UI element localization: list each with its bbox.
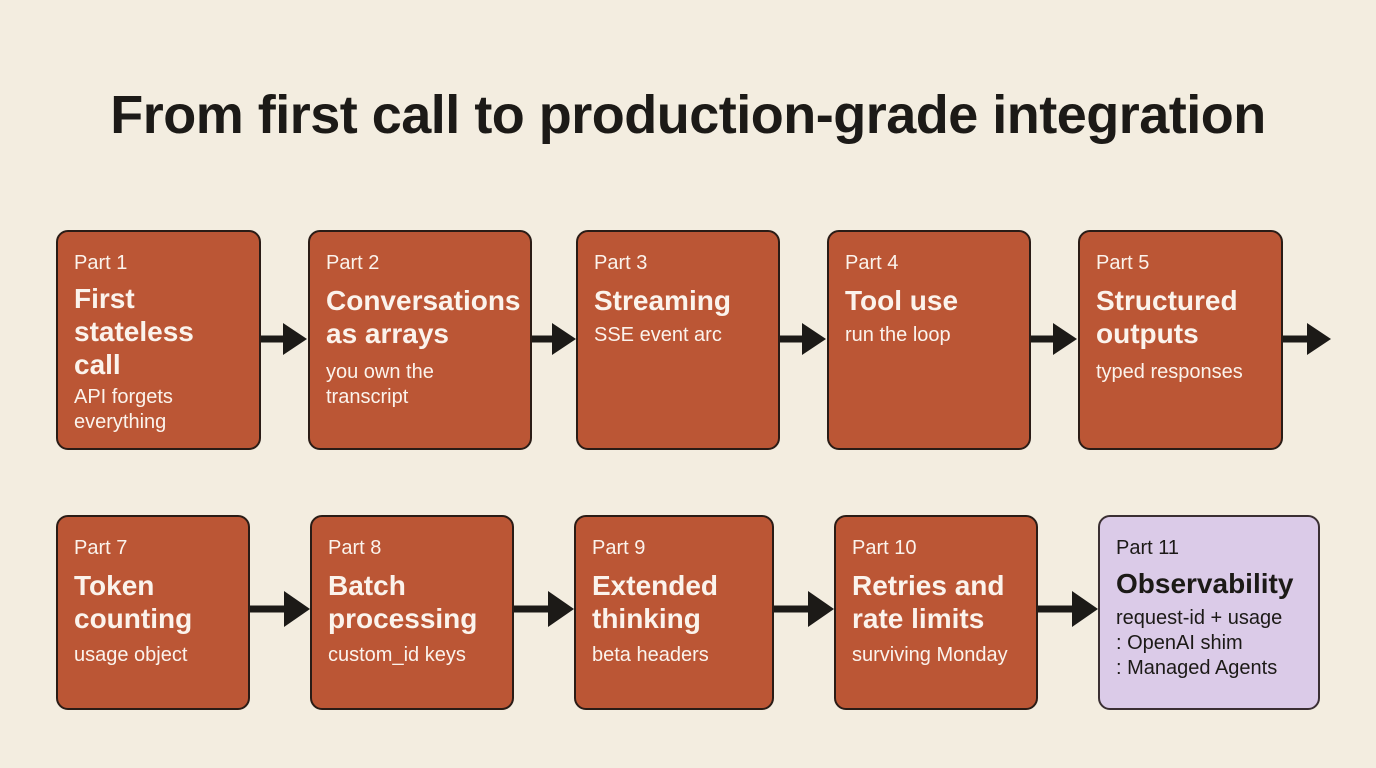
arrow-part1-to-part2 <box>261 323 307 355</box>
part-2-title: Conversations as arrays <box>326 285 521 349</box>
arrow-part7-to-part8 <box>250 591 310 627</box>
part-4-subtitle: run the loop <box>845 324 951 346</box>
arrow-part10-to-part11 <box>1038 591 1098 627</box>
part-9-title: Extended thinking <box>592 570 719 634</box>
arrow-part8-to-part9 <box>514 591 574 627</box>
part-9-label: Part 9 <box>592 537 646 559</box>
arrow-part9-to-part10 <box>774 591 834 627</box>
part-11-subtitle: request-id + usage : OpenAI shim : Manag… <box>1116 607 1283 679</box>
part-11-title: Observability <box>1116 568 1294 599</box>
part-8-title: Batch processing <box>328 570 478 634</box>
part-5-label: Part 5 <box>1096 252 1150 274</box>
arrow-part3-to-part4 <box>780 323 826 355</box>
part-8-label: Part 8 <box>328 537 382 559</box>
part-3-title: Streaming <box>594 285 731 316</box>
part-10-label: Part 10 <box>852 537 917 559</box>
part-2-box: Part 2 Conversations as arrays you own t… <box>308 230 532 450</box>
part-1-subtitle: API forgets everything <box>74 386 173 433</box>
part-2-subtitle: you own the transcript <box>326 361 434 408</box>
part-3-label: Part 3 <box>594 252 648 274</box>
part-3-subtitle: SSE event arc <box>594 324 722 346</box>
part-7-box: Part 7 Token counting usage object <box>56 515 250 710</box>
part-5-box: Part 5 Structured outputs typed response… <box>1078 230 1283 450</box>
part-10-subtitle: surviving Monday <box>852 644 1008 666</box>
arrow-part2-to-part3 <box>532 323 576 355</box>
part-7-label: Part 7 <box>74 537 128 559</box>
part-10-title: Retries and rate limits <box>852 570 1005 634</box>
part-1-label: Part 1 <box>74 252 128 274</box>
part-5-title: Structured outputs <box>1096 285 1238 349</box>
part-4-box: Part 4 Tool use run the loop <box>827 230 1031 450</box>
part-3-box: Part 3 Streaming SSE event arc <box>576 230 780 450</box>
part-9-subtitle: beta headers <box>592 644 709 666</box>
part-11-label: Part 11 <box>1116 537 1179 559</box>
part-7-subtitle: usage object <box>74 644 188 666</box>
part-5-subtitle: typed responses <box>1096 361 1243 383</box>
part-10-box: Part 10 Retries and rate limits survivin… <box>834 515 1038 710</box>
arrow-part5-continues <box>1283 323 1331 355</box>
part-9-box: Part 9 Extended thinking beta headers <box>574 515 774 710</box>
part-4-label: Part 4 <box>845 252 899 274</box>
part-1-box: Part 1 First stateless call API forgets … <box>56 230 261 450</box>
part-8-box: Part 8 Batch processing custom_id keys <box>310 515 514 710</box>
part-1-title: First stateless call <box>74 283 194 380</box>
part-11-box: Part 11 Observability request-id + usage… <box>1098 515 1320 710</box>
arrow-part4-to-part5 <box>1031 323 1077 355</box>
part-4-title: Tool use <box>845 285 959 316</box>
part-8-subtitle: custom_id keys <box>328 644 466 666</box>
diagram-title: From first call to production-grade inte… <box>110 85 1266 145</box>
part-7-title: Token counting <box>74 570 193 634</box>
part-2-label: Part 2 <box>326 252 380 274</box>
